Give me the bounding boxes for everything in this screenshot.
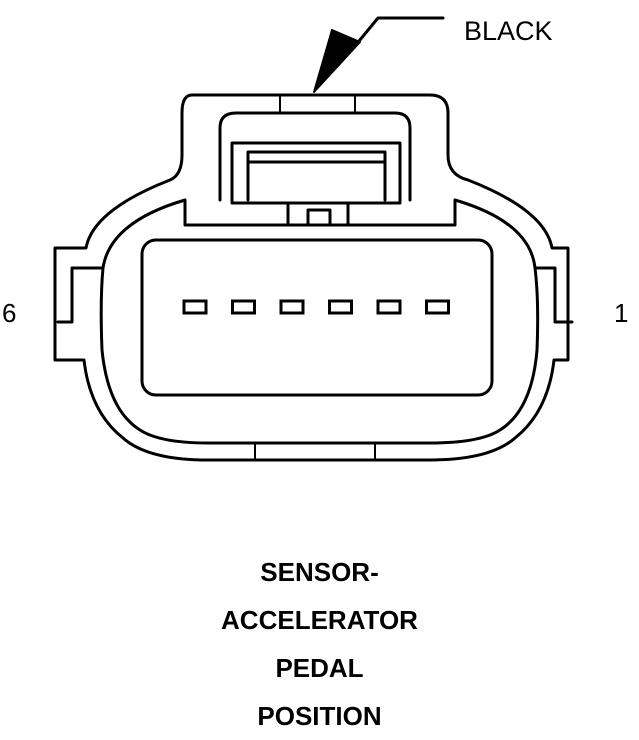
latch-stem: [286, 201, 350, 227]
caption-line: SENSOR-: [260, 557, 379, 587]
pin-label-left: 6: [2, 298, 16, 328]
pin-terminal: [182, 299, 208, 315]
pin-terminal: [376, 299, 402, 315]
latch-key: [306, 208, 332, 227]
caption-line: PEDAL: [275, 653, 364, 683]
connector-inner-shell: [56, 198, 574, 445]
pin-label-right: 1: [614, 298, 628, 328]
terminal-cavity: [140, 238, 494, 397]
pin-row: [182, 299, 450, 315]
latch-frame: [230, 141, 402, 205]
pin-terminal: [328, 299, 353, 315]
component-caption: SENSOR- ACCELERATOR PEDAL POSITION: [0, 548, 639, 740]
caption-line: POSITION: [257, 701, 382, 731]
pin-terminal: [279, 299, 305, 315]
latch-housing: [218, 111, 412, 202]
connector-outer-shell: [53, 93, 570, 462]
pin-terminal: [231, 299, 256, 315]
latch-body: [246, 160, 387, 202]
bottom-seam: [254, 442, 376, 461]
top-seam: [279, 94, 356, 114]
callout-arrowhead: [313, 29, 361, 93]
caption-line: ACCELERATOR: [221, 605, 418, 635]
callout-label: BLACK: [464, 16, 553, 46]
callout-leader: [313, 16, 445, 93]
pin-terminal: [425, 299, 450, 315]
latch-bar: [246, 150, 387, 164]
